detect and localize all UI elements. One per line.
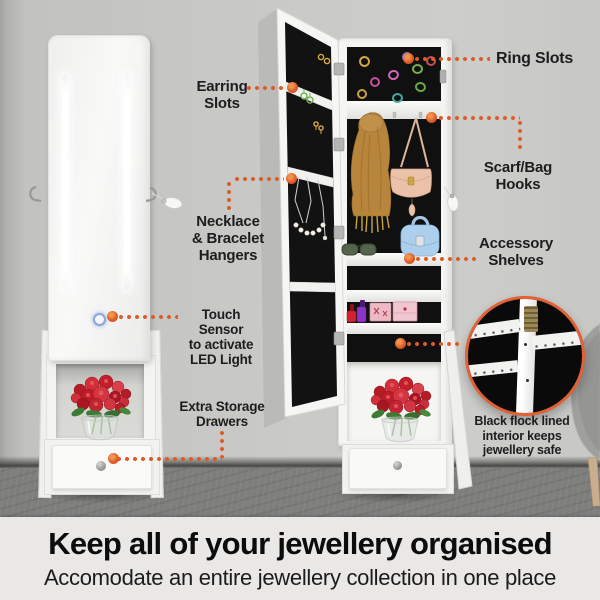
ring-green-1	[412, 64, 423, 74]
ring-slots-target-dot	[403, 53, 414, 64]
accessory-shelves-leader-dots	[415, 256, 479, 262]
earring-slots-target-dot	[287, 82, 298, 93]
necklace-hangers-target-dot	[286, 173, 297, 184]
storage-drawers-leader-v	[219, 430, 225, 458]
compartment-2	[347, 266, 441, 290]
earring-slots-leader-dots	[246, 85, 288, 91]
callout-necklace-bracelet-hangers: Necklace & Bracelet Hangers	[191, 213, 265, 264]
hanging-compartment	[347, 119, 441, 253]
detail-hinge	[524, 306, 538, 332]
callout-flock-interior: Black flock lined interior keeps jewelle…	[474, 414, 570, 457]
left-cabinet-shelf-recess	[56, 364, 144, 438]
banner-subtitle: Accomodate an entire jewellery collectio…	[43, 565, 557, 590]
ring-magenta	[370, 77, 380, 87]
flock-detail-target-dot	[395, 338, 406, 349]
detail-slat-lower-left	[468, 360, 519, 378]
storage-drawers-target-dot	[108, 453, 119, 464]
shelf-2	[347, 290, 441, 302]
callout-ring-slots: Ring Slots	[496, 50, 574, 67]
detail-screw-2	[526, 379, 529, 382]
compartment-4	[347, 334, 441, 362]
touch-sensor-target-dot	[107, 311, 118, 322]
callout-accessory-shelves: Accessory Shelves	[478, 235, 554, 269]
callout-scarf-bag-hooks: Scarf/Bag Hooks	[483, 159, 553, 193]
storage-drawers-leader-h	[116, 456, 222, 462]
banner-title: Keep all of your jewellery organised	[48, 526, 552, 561]
led-strip-right	[124, 74, 130, 290]
detail-slat-right	[531, 330, 582, 350]
touch-sensor-leader-dots	[118, 314, 178, 320]
compartment-3	[347, 302, 441, 323]
right-cabinet-drawer-knob[interactable]	[393, 461, 402, 470]
necklace-hangers-leader-h	[234, 176, 284, 182]
callout-earring-slots: Earring Slots	[196, 78, 248, 112]
necklace-hangers-leader-v	[226, 181, 232, 210]
ring-teal	[392, 93, 403, 103]
flock-detail-circle	[465, 296, 585, 416]
callout-extra-storage-drawers: Extra Storage Drawers	[179, 399, 265, 430]
scarf-hooks-leader-h	[438, 115, 520, 121]
accessory-shelves-target-dot	[404, 253, 415, 264]
led-strip-left	[62, 74, 68, 290]
banner: Keep all of your jewellery organised Acc…	[0, 517, 600, 600]
ring-gold-2	[357, 89, 367, 99]
right-cabinet-open-recess	[347, 362, 441, 441]
touch-sensor[interactable]	[93, 313, 106, 326]
left-cabinet-drawer-knob[interactable]	[96, 461, 106, 471]
scarf-hooks-target-dot	[426, 112, 437, 123]
ring-slots-leader-dots	[414, 56, 490, 62]
flock-detail-leader-dots	[406, 341, 462, 347]
callout-touch-sensor: Touch Sensor to activate LED Light	[188, 307, 254, 368]
scarf-hooks-leader-v	[517, 120, 523, 153]
shelf-3	[347, 323, 441, 334]
detail-screw-1	[524, 343, 527, 346]
